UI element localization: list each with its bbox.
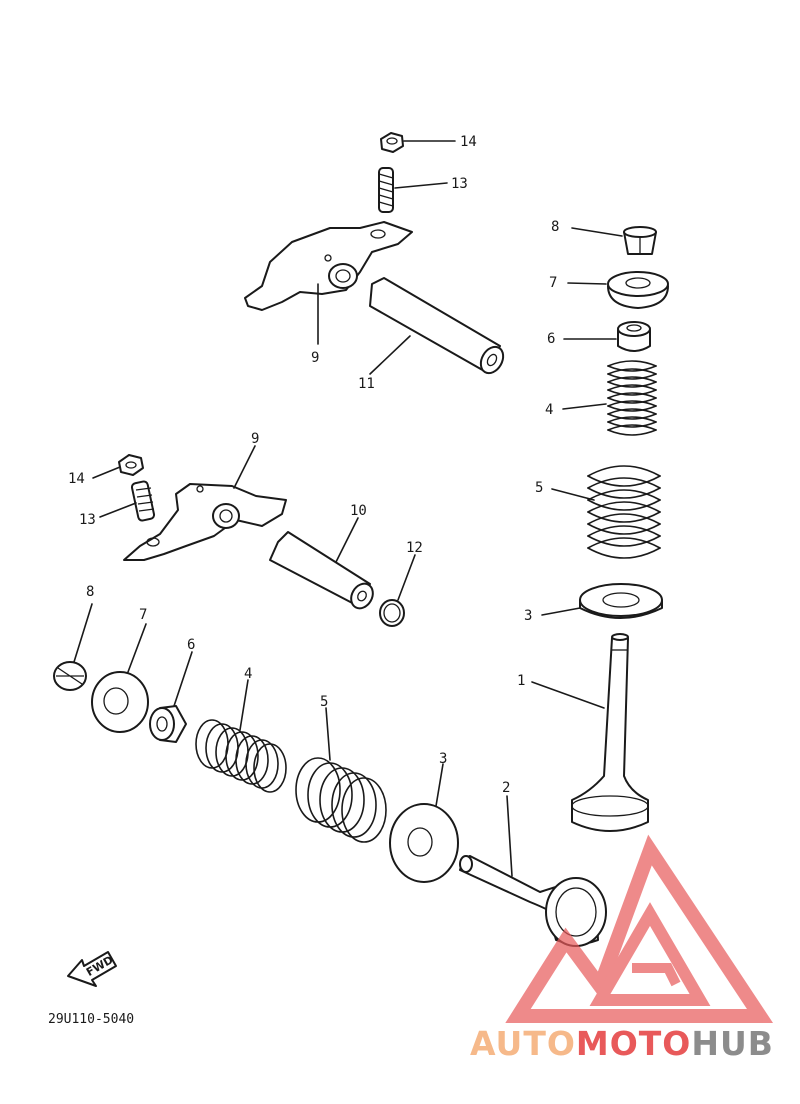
bottom-cotter-8 <box>53 661 87 691</box>
top-nut-14 <box>380 132 404 153</box>
right-valve-1 <box>571 633 649 832</box>
callout-middle-13: 13 <box>79 512 96 528</box>
bottom-valve-row: 8 7 6 4 5 3 2 <box>53 584 607 947</box>
callout-right-6: 6 <box>547 331 555 347</box>
callout-middle-9: 9 <box>251 431 259 447</box>
automotohub-watermark: AUTOMOTOHUB <box>470 834 774 1063</box>
right-outer-spring-5 <box>587 465 661 559</box>
bottom-valve-2 <box>459 855 607 947</box>
middle-rocker-assembly: 9 14 13 10 12 <box>68 431 423 627</box>
callout-bottom-2: 2 <box>502 780 510 796</box>
callout-bottom-4: 4 <box>244 666 252 682</box>
callout-bottom-8: 8 <box>86 584 94 600</box>
right-valve-stack: 8 7 6 4 5 3 1 <box>517 219 669 832</box>
bottom-outer-spring-5 <box>295 757 387 843</box>
callout-right-7: 7 <box>549 275 557 291</box>
middle-screw-13 <box>130 480 156 522</box>
watermark-moto: MOTO <box>576 1024 691 1063</box>
callout-top-11: 11 <box>358 376 375 392</box>
bottom-spring-seat-3 <box>389 803 459 883</box>
right-inner-spring-4 <box>607 360 657 436</box>
callout-right-3: 3 <box>524 608 532 624</box>
watermark-hub: HUB <box>691 1024 774 1063</box>
callout-middle-14: 14 <box>68 471 85 487</box>
callout-right-1: 1 <box>517 673 525 689</box>
watermark-triangle-logo <box>505 834 774 1023</box>
top-rocker-arm-9 <box>244 221 413 311</box>
callout-bottom-5: 5 <box>320 694 328 710</box>
top-screw-13 <box>378 167 394 213</box>
middle-nut-14 <box>118 454 144 476</box>
callout-right-5: 5 <box>535 480 543 496</box>
callout-right-4: 4 <box>545 402 553 418</box>
right-spring-seat-3 <box>579 583 663 619</box>
right-cotter-8 <box>623 226 657 255</box>
right-retainer-7 <box>607 271 669 309</box>
middle-shaft-10 <box>269 531 374 610</box>
svg-text:AUTOMOTOHUB: AUTOMOTOHUB <box>470 1024 774 1063</box>
middle-rocker-arm-9 <box>123 483 287 561</box>
middle-oring-12 <box>379 599 405 627</box>
callout-middle-12: 12 <box>406 540 423 556</box>
bottom-inner-spring-4 <box>195 719 287 793</box>
right-seal-6 <box>617 321 651 352</box>
callout-right-8: 8 <box>551 219 559 235</box>
fwd-arrow: FWD <box>67 951 117 987</box>
callout-bottom-7: 7 <box>139 607 147 623</box>
top-rocker-assembly: 14 13 9 11 <box>244 132 505 392</box>
watermark-auto: AUTO <box>470 1024 576 1063</box>
bottom-seal-6 <box>149 705 187 743</box>
diagram-part-code: 29U110-5040 <box>48 1012 134 1027</box>
top-shaft-11 <box>369 277 505 375</box>
callout-bottom-6: 6 <box>187 637 195 653</box>
callout-top-9: 9 <box>311 350 319 366</box>
callout-bottom-3: 3 <box>439 751 447 767</box>
callout-top-13: 13 <box>451 176 468 192</box>
callout-middle-10: 10 <box>350 503 367 519</box>
callout-top-14: 14 <box>460 134 477 150</box>
bottom-retainer-7 <box>91 671 149 733</box>
